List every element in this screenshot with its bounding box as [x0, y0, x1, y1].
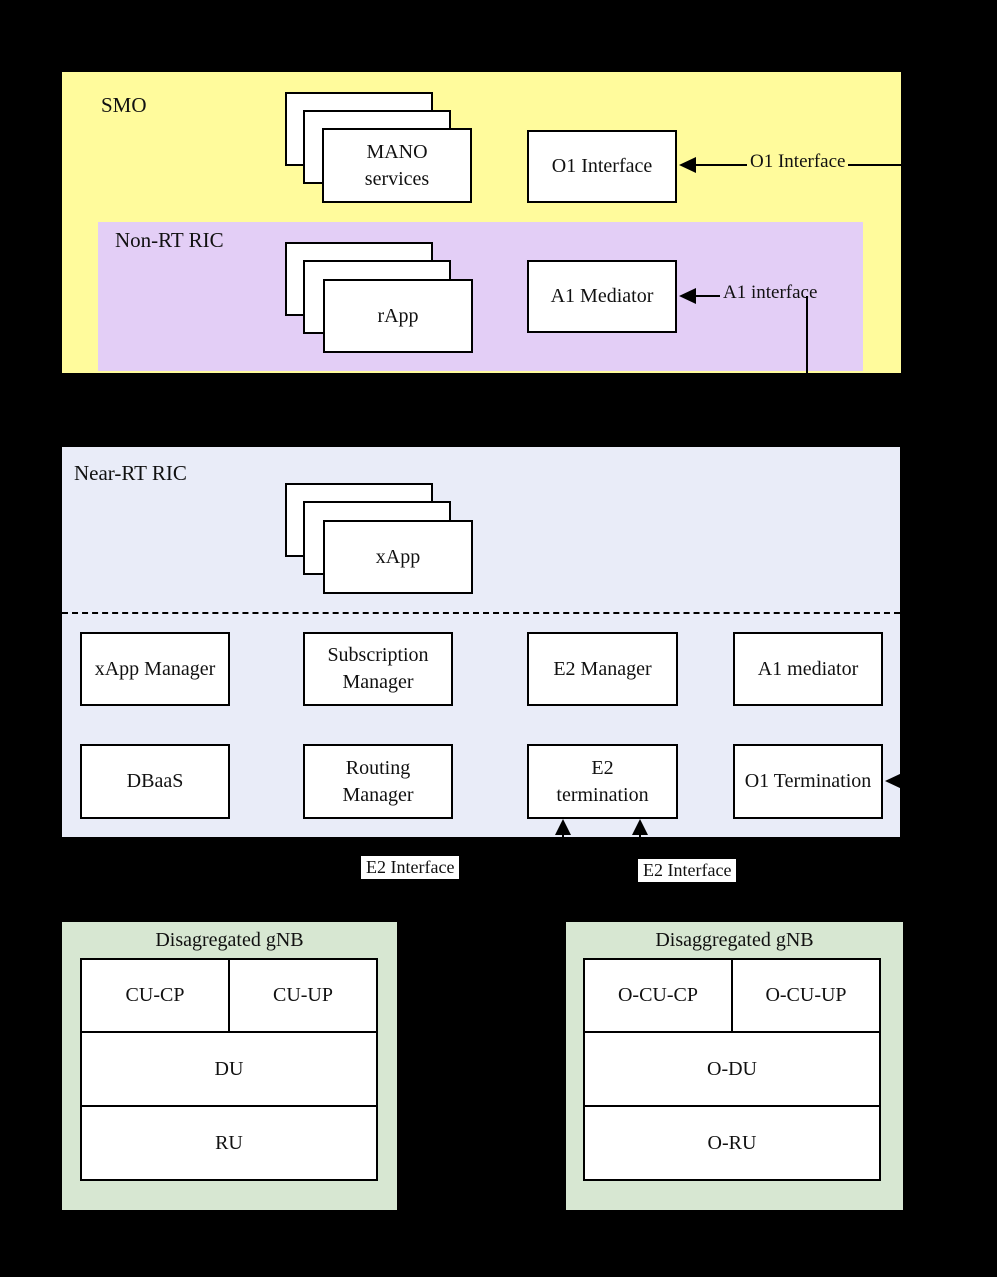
cu-up-box: CU-UP [228, 958, 378, 1033]
cu-cp-box: CU-CP [80, 958, 230, 1033]
near-rt-dashed-divider [62, 612, 900, 614]
e2-manager-box: E2 Manager [527, 632, 678, 706]
e2-interface-label-right: E2 Interface [638, 859, 737, 882]
a1-interface-arrow-label: A1 interface [720, 282, 821, 304]
xapp-box: xApp [323, 520, 473, 594]
gnb-right-title: Disaggregated gNB [655, 929, 814, 951]
mano-line2: services [364, 167, 430, 190]
mano-services-box: MANO services [322, 128, 472, 203]
dbaas-box: DBaaS [80, 744, 230, 819]
o1-termination-line [899, 780, 997, 782]
o1-interface-arrow-label: O1 Interface [747, 151, 849, 173]
o-du-box: O-DU [583, 1031, 881, 1107]
o-cu-up-box: O-CU-UP [731, 958, 881, 1033]
subscription-manager-box: Subscription Manager [303, 632, 453, 706]
a1-interface-arrowhead [679, 288, 696, 304]
gnb-left-title: Disagregated gNB [155, 929, 304, 951]
ru-box: RU [80, 1105, 378, 1181]
smo-label: SMO [101, 93, 147, 117]
e2-interface-arrowhead-left [555, 819, 571, 835]
a1-mediator-smo-box: A1 Mediator [527, 260, 677, 333]
rapp-box: rApp [323, 279, 473, 353]
o1-interface-box: O1 Interface [527, 130, 677, 203]
o1-interface-arrowhead [679, 157, 696, 173]
non-rt-ric-label: Non-RT RIC [115, 228, 224, 252]
xapp-manager-box: xApp Manager [80, 632, 230, 706]
du-box: DU [80, 1031, 378, 1107]
o1-termination-arrowhead [885, 773, 902, 789]
e2-interface-line-left [562, 832, 564, 922]
e2-interface-label-left: E2 Interface [361, 856, 460, 879]
o-cu-cp-box: O-CU-CP [583, 958, 733, 1033]
e2-interface-arrowhead-right [632, 819, 648, 835]
routing-manager-box: Routing Manager [303, 744, 453, 819]
o-ru-box: O-RU [583, 1105, 881, 1181]
e2-termination-box: E2 termination [527, 744, 678, 819]
o1-termination-box: O1 Termination [733, 744, 883, 819]
near-rt-ric-label: Near-RT RIC [74, 461, 187, 485]
mano-line1: MANO [366, 140, 428, 163]
a1-mediator-nearrt-box: A1 mediator [733, 632, 883, 706]
